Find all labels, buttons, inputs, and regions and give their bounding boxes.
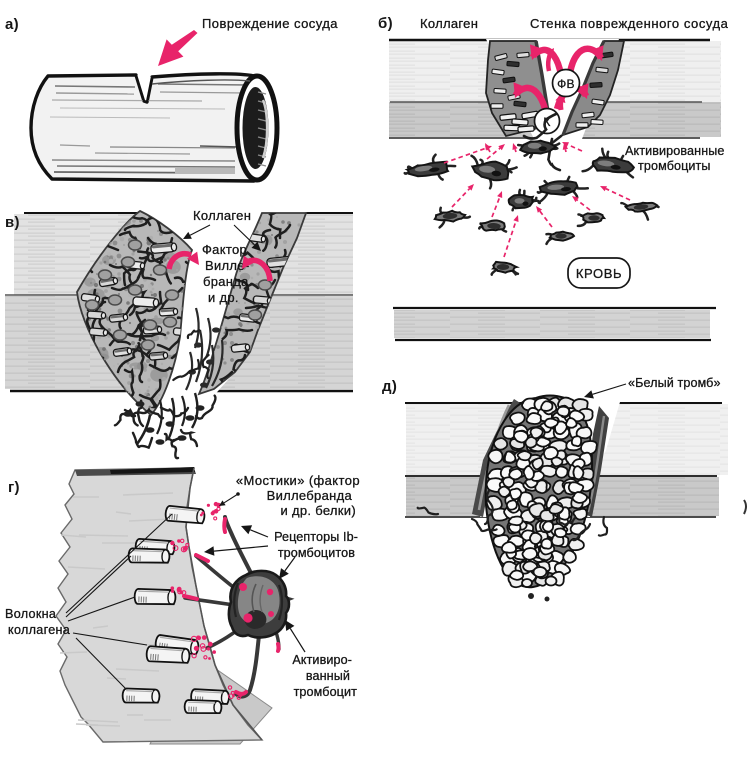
svg-text:д): д) [382,378,397,395]
svg-text:Рецепторы Ib-: Рецепторы Ib- [274,530,358,544]
svg-text:Стенка поврежденного сосуда: Стенка поврежденного сосуда [530,16,729,31]
svg-text:«Белый тромб»: «Белый тромб» [628,376,721,390]
svg-text:ванный: ванный [306,669,350,683]
svg-text:ФВ: ФВ [557,77,575,91]
svg-text:а): а) [5,16,19,33]
svg-text:Волокна: Волокна [5,607,56,621]
svg-text:Вилле-: Вилле- [205,258,249,273]
svg-text:Виллебранда: Виллебранда [267,488,353,503]
svg-text:Повреждение сосуда: Повреждение сосуда [202,16,338,31]
svg-text:тромбоцит: тромбоцит [294,685,358,699]
svg-text:бранда: бранда [203,274,249,289]
svg-text:Коллаген: Коллаген [193,208,251,223]
svg-text:К: К [543,115,550,129]
svg-text:тромбоциты: тромбоциты [638,159,711,173]
svg-text:тромбоцитов: тромбоцитов [278,546,355,560]
svg-text:Активиро-: Активиро- [292,653,352,667]
svg-text:г): г) [8,479,20,496]
svg-text:Коллаген: Коллаген [420,16,478,31]
svg-text:и др. белки): и др. белки) [281,503,356,518]
svg-text:«Мостики» (фактор: «Мостики» (фактор [236,473,360,488]
svg-text:и др.: и др. [208,290,239,305]
svg-text:Активированные: Активированные [625,144,725,158]
svg-text:Фактор: Фактор [202,242,247,257]
svg-text:в): в) [5,214,20,231]
svg-text:КРОВЬ: КРОВЬ [576,266,622,281]
svg-text:б): б) [378,15,393,32]
svg-text:коллагена: коллагена [8,623,70,637]
